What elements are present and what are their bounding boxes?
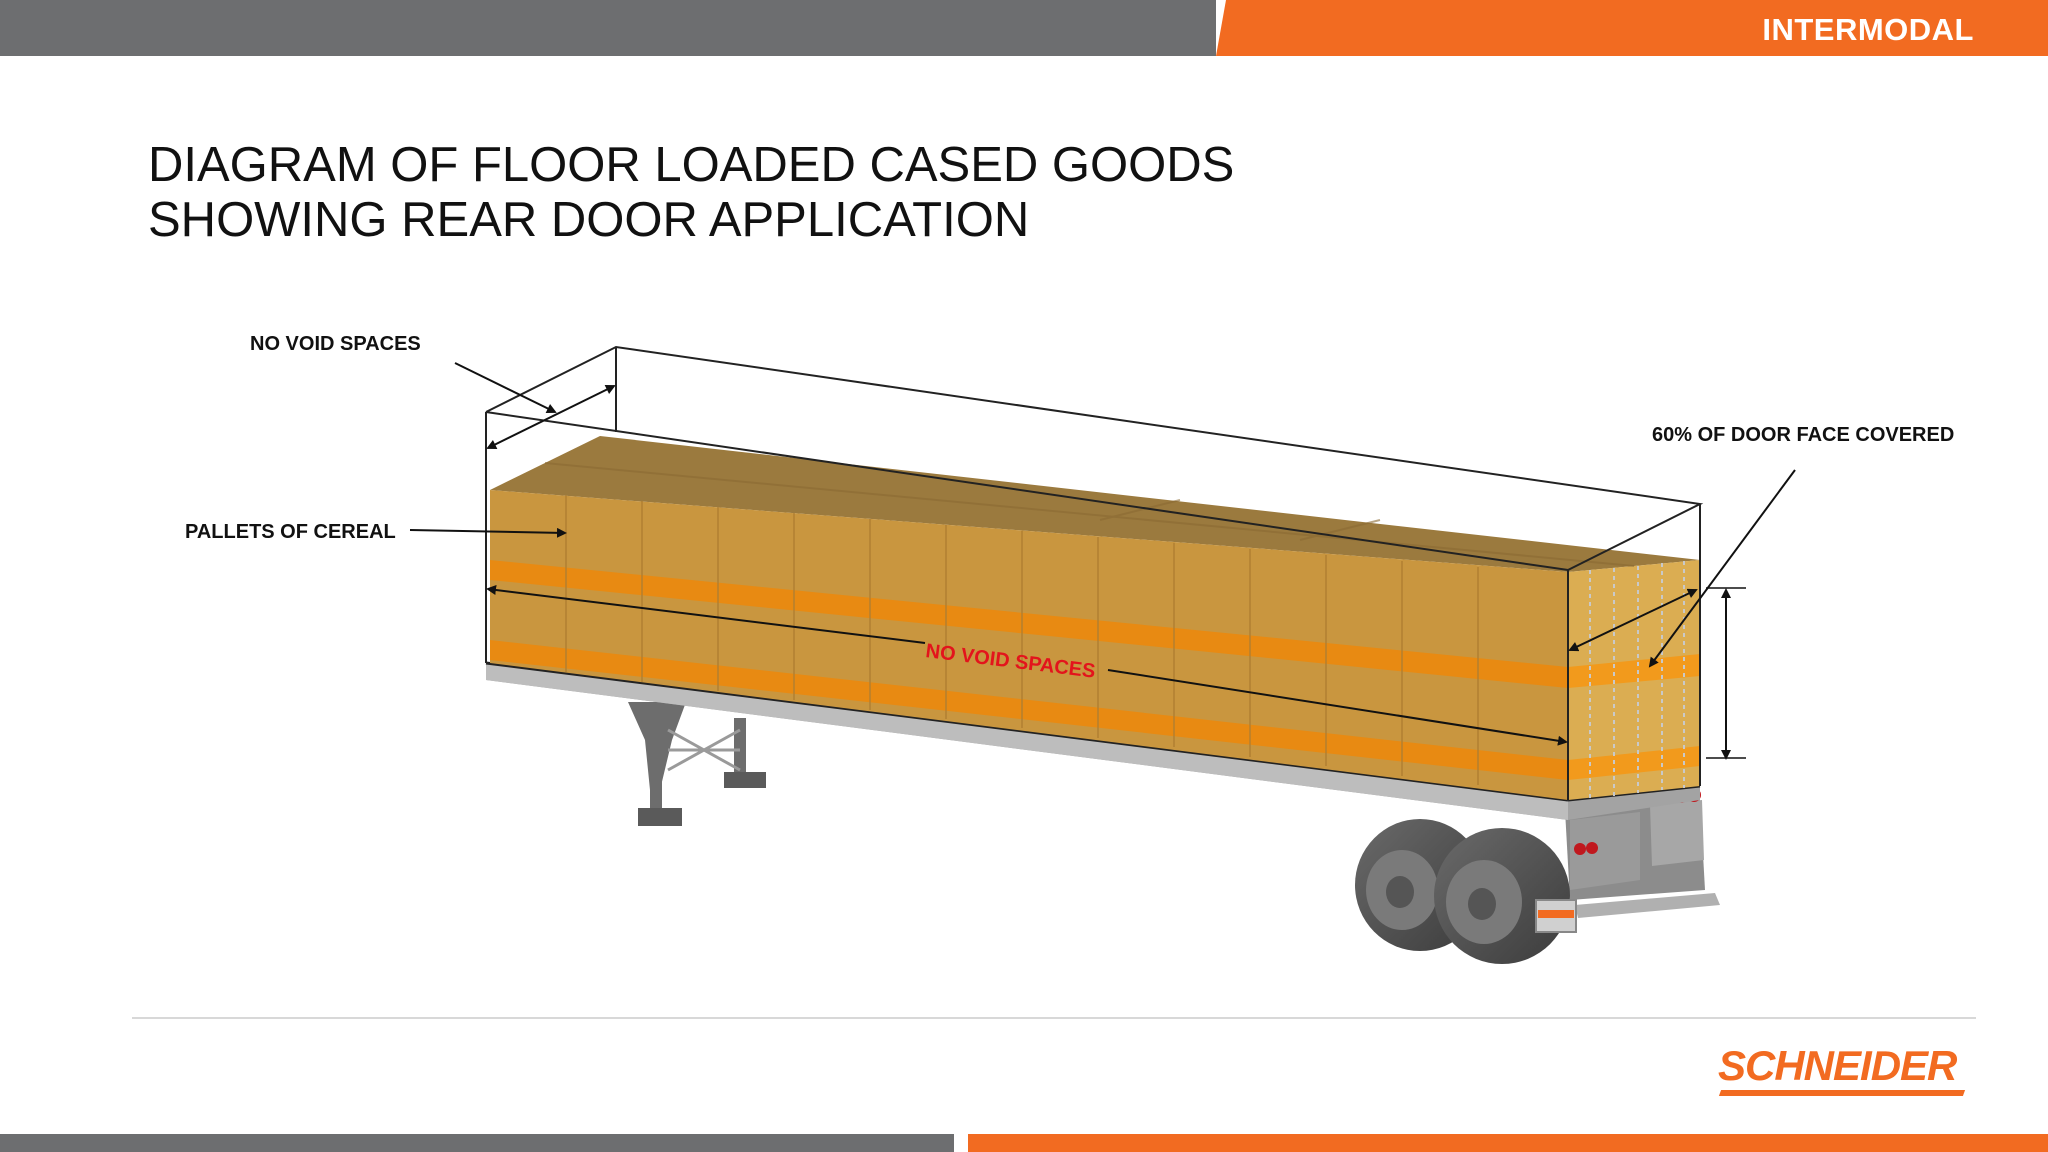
arrow-no-void-top-pointer bbox=[454, 362, 557, 413]
title-line-1: DIAGRAM OF FLOOR LOADED CASED GOODS bbox=[148, 138, 1235, 192]
footer-bar-grey bbox=[0, 1134, 954, 1152]
door-face-label: 60% OF DOOR FACE COVERED bbox=[1652, 424, 1955, 446]
footer-divider bbox=[132, 1017, 1976, 1019]
header-bar-orange bbox=[1216, 0, 2048, 56]
pallets-label: PALLETS OF CEREAL bbox=[185, 521, 396, 543]
no-void-top-label: NO VOID SPACES bbox=[250, 333, 421, 355]
landing-gear bbox=[628, 702, 766, 826]
arrow-pallets-pointer bbox=[409, 527, 567, 538]
logo-underline bbox=[1718, 1090, 1966, 1096]
footer-bar-orange bbox=[968, 1134, 2048, 1152]
arrow-no-void-length-left bbox=[486, 585, 926, 644]
arrow-door-face-span bbox=[1568, 588, 1698, 652]
trailer-outline bbox=[485, 345, 1704, 800]
page-title: DIAGRAM OF FLOOR LOADED CASED GOODS SHOW… bbox=[148, 138, 1234, 248]
banner-label: INTERMODAL bbox=[1762, 12, 1974, 47]
arrow-no-void-length-right bbox=[1107, 669, 1568, 746]
schneider-logo: SCHNEIDER bbox=[1718, 1042, 1957, 1089]
annotation-arrows bbox=[409, 362, 1796, 760]
title-line-2: SHOWING REAR DOOR APPLICATION bbox=[148, 193, 1030, 247]
header-bar-grey bbox=[0, 0, 1216, 56]
cargo-load bbox=[490, 436, 1700, 800]
trailer-deck bbox=[485, 661, 1701, 820]
arrow-no-void-top-span bbox=[486, 385, 616, 449]
rear-undercarriage bbox=[1355, 788, 1720, 964]
